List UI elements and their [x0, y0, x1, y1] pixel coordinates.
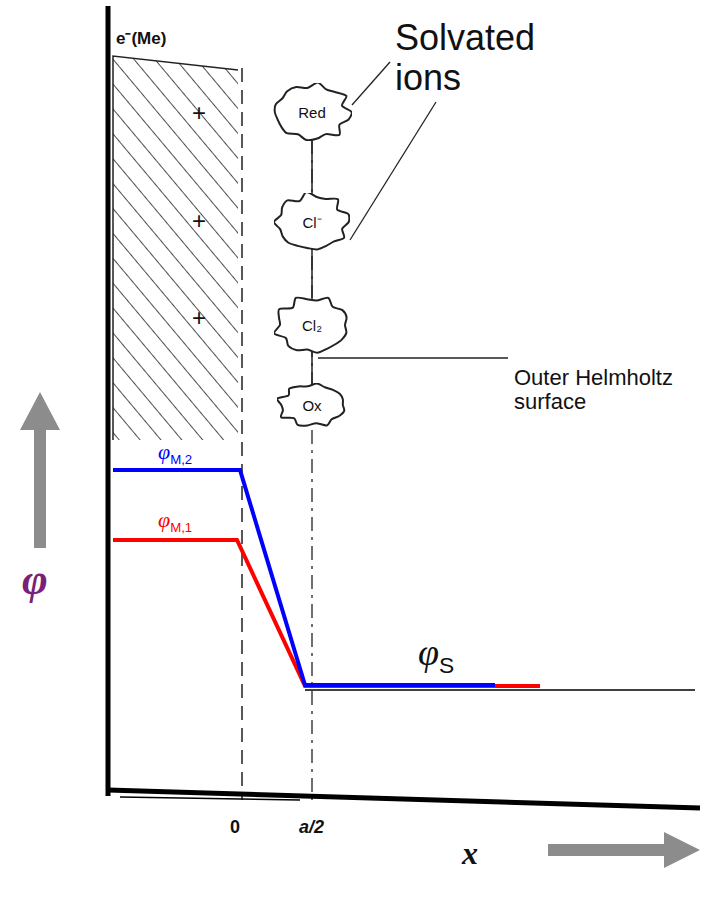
x-axis — [108, 790, 700, 808]
charge-sign: + — [192, 305, 206, 331]
potential-arrow — [20, 392, 60, 548]
axis-label: 0 — [230, 818, 240, 838]
ion-label: Ox — [302, 397, 321, 414]
charge-sign: + — [192, 100, 206, 126]
callout-text: Outer Helmholtz surface — [514, 366, 699, 414]
metal-surface-line — [241, 68, 243, 800]
ion-chain-link — [311, 352, 313, 385]
leader-line — [350, 102, 436, 240]
solvated-ion: Cl⁻ — [274, 193, 350, 251]
metal-hatching — [113, 56, 238, 440]
potential-symbol: φM,1 — [158, 508, 192, 532]
ion-chain-link — [311, 139, 313, 195]
x-axis-shadow — [120, 797, 300, 800]
ion-label: Cl⁻ — [302, 212, 321, 232]
potential-profile-1 — [113, 540, 540, 686]
ion-label: Red — [298, 104, 326, 121]
y-axis — [106, 6, 111, 796]
leader-line — [318, 357, 508, 358]
potential-symbol: φM,2 — [158, 440, 192, 464]
potential-symbol: φS — [418, 632, 454, 674]
solution-level — [305, 689, 695, 691]
leader-line — [352, 62, 390, 105]
x-arrow — [548, 832, 700, 868]
ion-chain-link — [311, 249, 313, 298]
solvated-ion: Ox — [277, 383, 347, 427]
metal-outline — [113, 56, 238, 440]
callout-text: Solvated ions — [395, 18, 570, 97]
axis-label: x — [462, 836, 478, 871]
potential-profile-2 — [113, 470, 495, 685]
charge-sign: + — [192, 208, 206, 234]
ion-label: Cl₂ — [302, 317, 322, 334]
solvated-ion: Red — [272, 83, 352, 141]
axis-label: a/2 — [299, 818, 324, 838]
potential-symbol: φ — [22, 556, 48, 604]
solvated-ion: Cl₂ — [274, 296, 350, 354]
electron-label: e⁻(Me) — [116, 30, 166, 49]
